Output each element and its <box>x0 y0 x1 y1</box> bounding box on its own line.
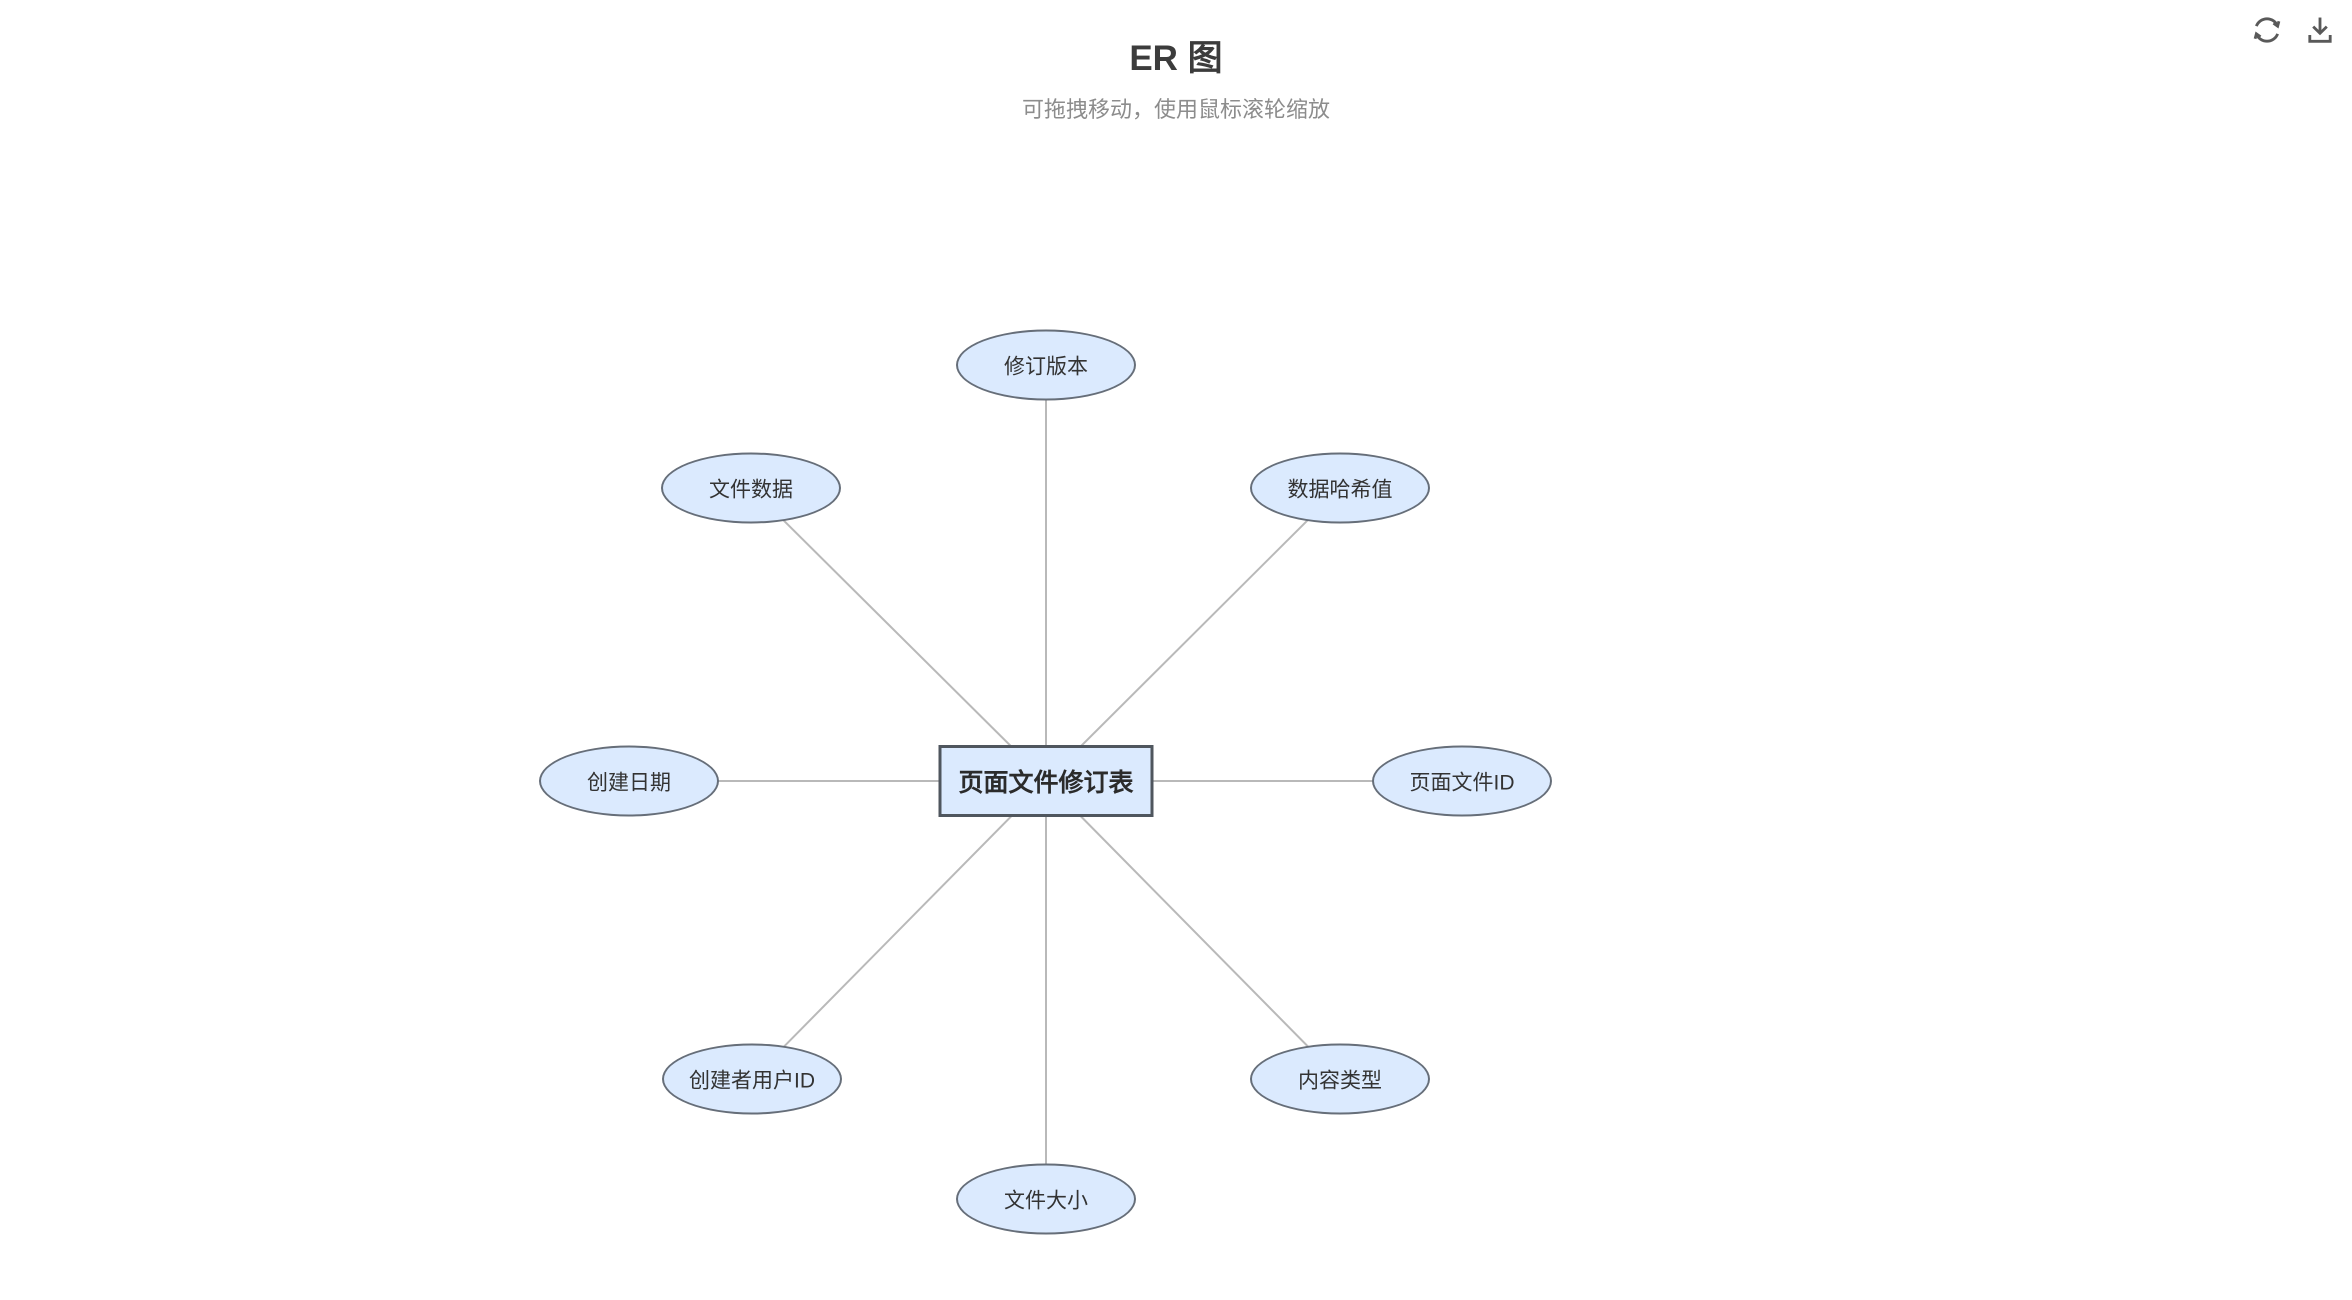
attribute-node-page-file-id[interactable]: 页面文件ID <box>1372 745 1552 817</box>
attribute-node-file-data[interactable]: 文件数据 <box>661 452 841 524</box>
page-header: ER 图 可拖拽移动，使用鼠标滚轮缩放 <box>0 36 2352 124</box>
entity-node-page-file-revision-table[interactable]: 页面文件修订表 <box>938 745 1154 817</box>
attribute-node-creator-user-id[interactable]: 创建者用户ID <box>662 1043 842 1115</box>
attribute-node-content-type[interactable]: 内容类型 <box>1250 1043 1430 1115</box>
refresh-button[interactable] <box>2249 12 2285 48</box>
page-subtitle: 可拖拽移动，使用鼠标滚轮缩放 <box>1021 96 1330 122</box>
refresh-icon <box>2253 17 2281 43</box>
download-button[interactable] <box>2302 12 2338 48</box>
toolbar <box>2249 12 2338 48</box>
attribute-node-file-size[interactable]: 文件大小 <box>956 1163 1136 1235</box>
attribute-node-revision[interactable]: 修订版本 <box>956 329 1136 401</box>
attribute-node-create-date[interactable]: 创建日期 <box>539 745 719 817</box>
download-icon <box>2308 17 2332 43</box>
attribute-node-data-hash[interactable]: 数据哈希值 <box>1250 452 1430 524</box>
page-title: ER 图 <box>1129 39 1223 78</box>
